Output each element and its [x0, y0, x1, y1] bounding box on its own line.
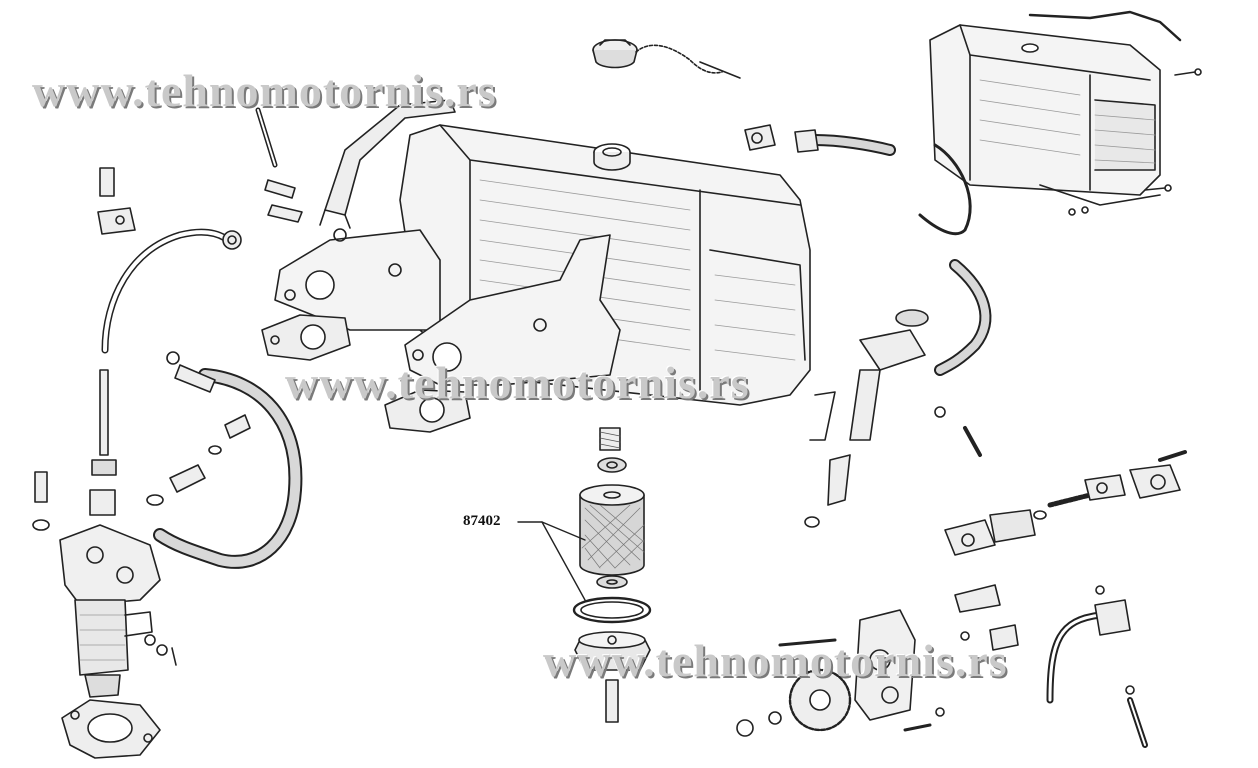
part-callout-leader	[517, 521, 586, 601]
bracket-bolts	[255, 107, 347, 242]
watermark-top: www.tehnomotornis.rs	[32, 65, 497, 116]
fuel-hose-right	[934, 259, 992, 376]
fuel-hose-top	[744, 124, 896, 156]
tank-strap	[319, 99, 456, 229]
fuel-pipe-vertical	[91, 369, 117, 476]
oil-pump-assembly	[736, 584, 1148, 748]
left-fittings	[32, 167, 251, 666]
tank-bracket-left	[261, 229, 441, 361]
pump-gasket	[61, 699, 161, 759]
right-pump-parts	[944, 450, 1187, 556]
fuel-hose-long	[153, 351, 303, 569]
fuel-injector	[804, 309, 982, 528]
filter-base	[574, 631, 651, 723]
fuel-line-upper-left	[101, 228, 242, 354]
filter-bottom-washer	[596, 575, 628, 589]
fuel-filter-element	[579, 484, 645, 576]
watermark-bottom: www.tehnomotornis.rs	[543, 635, 1008, 686]
part-number-label: 87402	[463, 513, 501, 529]
tank-bracket-right	[384, 234, 621, 433]
fuel-cap	[592, 39, 741, 79]
auxiliary-tank	[929, 10, 1182, 206]
aux-tank-fasteners	[918, 68, 1202, 236]
filter-spring-and-washer	[597, 427, 627, 473]
watermark-middle: www.tehnomotornis.rs	[285, 357, 750, 408]
filter-sealing-ring	[572, 596, 652, 624]
fuel-pump	[59, 489, 161, 698]
